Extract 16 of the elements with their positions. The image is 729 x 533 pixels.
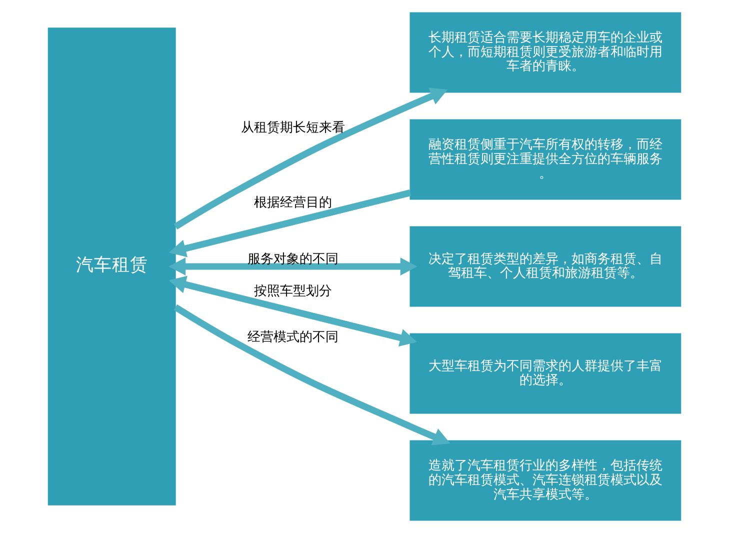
edge-label: 服务对象的不同 — [247, 252, 338, 267]
edge-label: 从租赁期长短来看 — [240, 120, 345, 136]
arrow — [168, 258, 418, 276]
arrow — [174, 88, 448, 230]
edge-label: 按照车型划分 — [254, 284, 332, 299]
arrow — [168, 190, 412, 258]
node-box: 决定了租赁类型的差异，如商务租赁、自驾租车、个人租赁和旅游租赁等。 — [410, 226, 682, 307]
node-box: 大型车租赁为不同需求的人群提供了丰富的选择。 — [410, 333, 682, 414]
node-box: 融资租赁侧重于汽车所有权的转移，而经营性租赁则更注重提供全方位的车辆服务。 — [410, 119, 682, 200]
edge-label: 根据经营目的 — [254, 195, 332, 210]
node-box: 汽车租赁 — [48, 28, 176, 506]
arrow — [168, 276, 418, 347]
node-box: 造就了汽车租赁行业的多样性，包括传统的汽车租赁模式、汽车连锁租赁模式以及汽车共享模式等。 — [410, 440, 682, 521]
node-box: 长期租赁适合需要长期稳定用车的企业或个人，而短期租赁则更受旅游者和临时用车者的青睐。 — [410, 12, 682, 93]
arrow — [174, 304, 450, 446]
edge-label: 经营模式的不同 — [247, 330, 338, 346]
